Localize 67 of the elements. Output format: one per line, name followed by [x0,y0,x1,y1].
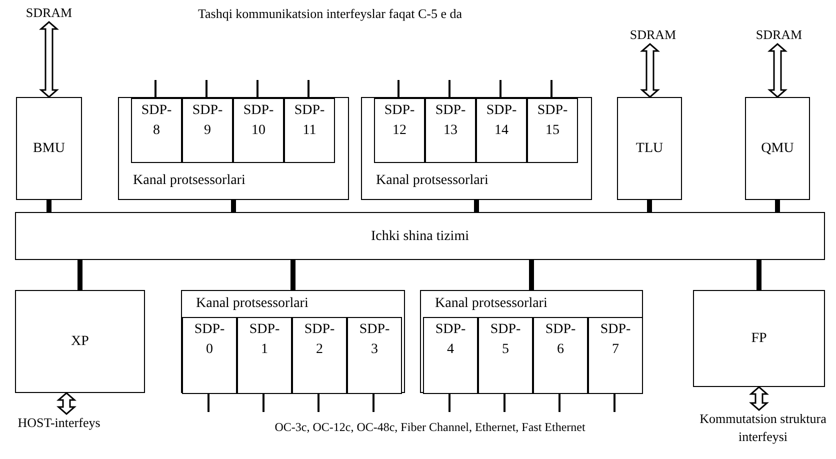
processor-cell: SDP-2 [292,317,347,394]
processor-cell: SDP-6 [533,317,588,394]
signal-line [372,393,374,412]
interface-label: Kommutatsion struktura interfeysi [690,410,836,446]
bus-link [474,200,479,212]
double-arrow [768,43,788,98]
signal-line [154,80,156,97]
interface-label: HOST-interfeys [0,414,118,432]
processor-group [420,290,643,393]
note-text: OC-3c, OC-12c, OC-48c, Fiber Channel, Ethernet, Fast Ethernet [274,419,586,436]
double-arrow [749,386,769,411]
group-title: Kanal protsessorlari [376,172,488,190]
unit-box: TLU [617,97,682,200]
bus-link [231,200,236,212]
double-arrow [39,21,59,98]
signal-line [614,393,616,412]
signal-line [318,393,320,412]
signal-line [550,80,552,97]
unit-box: FP [693,290,825,387]
group-title: Kanal protsessorlari [133,172,246,190]
note-text: Tashqi kommunikatsion interfeyslar faqat C-5 e da [196,5,464,23]
signal-line [504,393,506,412]
bus-link [78,260,82,290]
double-arrow [56,392,76,415]
processor-cell: SDP-14 [476,98,527,163]
processor-cell: SDP-15 [527,98,578,163]
processor-cell: SDP-9 [182,98,233,163]
unit-box: XP [15,290,145,393]
processor-group [181,290,405,393]
processor-cell: SDP-7 [588,317,643,394]
interface-label: SDRAM [618,26,688,44]
bus-link [529,260,534,290]
processor-group [118,97,349,200]
double-arrow [640,43,660,98]
signal-line [208,393,210,412]
signal-line [262,393,264,412]
bus-link [290,260,296,290]
interface-label: SDRAM [744,26,814,44]
processor-cell: SDP-10 [233,98,284,163]
unit-box: BMU [16,97,82,200]
signal-line [448,80,450,97]
group-title: Kanal protsessorlari [435,295,548,313]
processor-cell: SDP-1 [237,317,292,394]
processor-cell: SDP-4 [423,317,478,394]
processor-group [361,97,592,200]
bus-link [647,200,652,212]
processor-cell: SDP-5 [478,317,533,394]
bus-link [775,200,780,212]
signal-line [558,393,560,412]
signal-line [398,80,400,97]
processor-cell: SDP-13 [425,98,476,163]
signal-line [448,393,450,412]
signal-line [206,80,208,97]
processor-cell: SDP-12 [374,98,425,163]
processor-cell: SDP-0 [182,317,237,394]
bus-link [756,260,762,290]
bus-box: Ichki shina tizimi [15,212,825,260]
signal-line [500,80,502,97]
group-title: Kanal protsessorlari [196,295,308,313]
bus-link [46,200,52,212]
signal-line [308,80,310,97]
processor-cell: SDP-11 [284,98,335,163]
signal-line [256,80,258,97]
unit-box: QMU [745,97,810,200]
processor-cell: SDP-8 [131,98,182,163]
interface-label: SDRAM [14,4,84,22]
processor-cell: SDP-3 [347,317,402,394]
